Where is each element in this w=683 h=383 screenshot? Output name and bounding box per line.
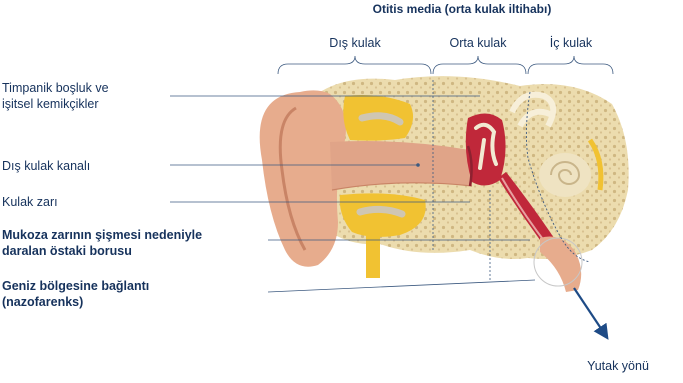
leader-nasopharynx — [268, 280, 535, 292]
diagram-title: Otitis media (orta kulak iltihabı) — [373, 2, 552, 16]
middle-ear-bracket — [433, 56, 526, 74]
label-tube-line1: Mukoza zarının şişmesi nedeniyle — [2, 228, 202, 242]
section-middle-ear: Orta kulak — [450, 36, 508, 50]
throat-direction-arrow — [574, 288, 606, 336]
cartilage-stem — [366, 232, 380, 278]
inner-ear-bracket — [528, 56, 613, 74]
label-eardrum: Kulak zarı — [2, 195, 58, 209]
label-throat-direction: Yutak yönü — [587, 359, 649, 373]
section-inner-ear: İç kulak — [550, 36, 593, 50]
label-tympanic-line1: Timpanik boşluk ve — [2, 81, 109, 95]
label-ear-canal: Dış kulak kanalı — [2, 159, 90, 173]
label-nasopharynx-line2: (nazofarenks) — [2, 295, 83, 309]
cochlea — [539, 153, 591, 197]
outer-ear-bracket — [278, 56, 431, 74]
ear-illustration — [260, 76, 629, 292]
label-nasopharynx-line1: Geniz bölgesine bağlantı — [2, 279, 149, 293]
label-tube-line2: daralan östaki borusu — [2, 244, 132, 258]
section-brackets — [278, 56, 613, 74]
section-outer-ear: Dış kulak — [329, 36, 381, 50]
label-tympanic-line2: işitsel kemikçikler — [2, 97, 99, 111]
